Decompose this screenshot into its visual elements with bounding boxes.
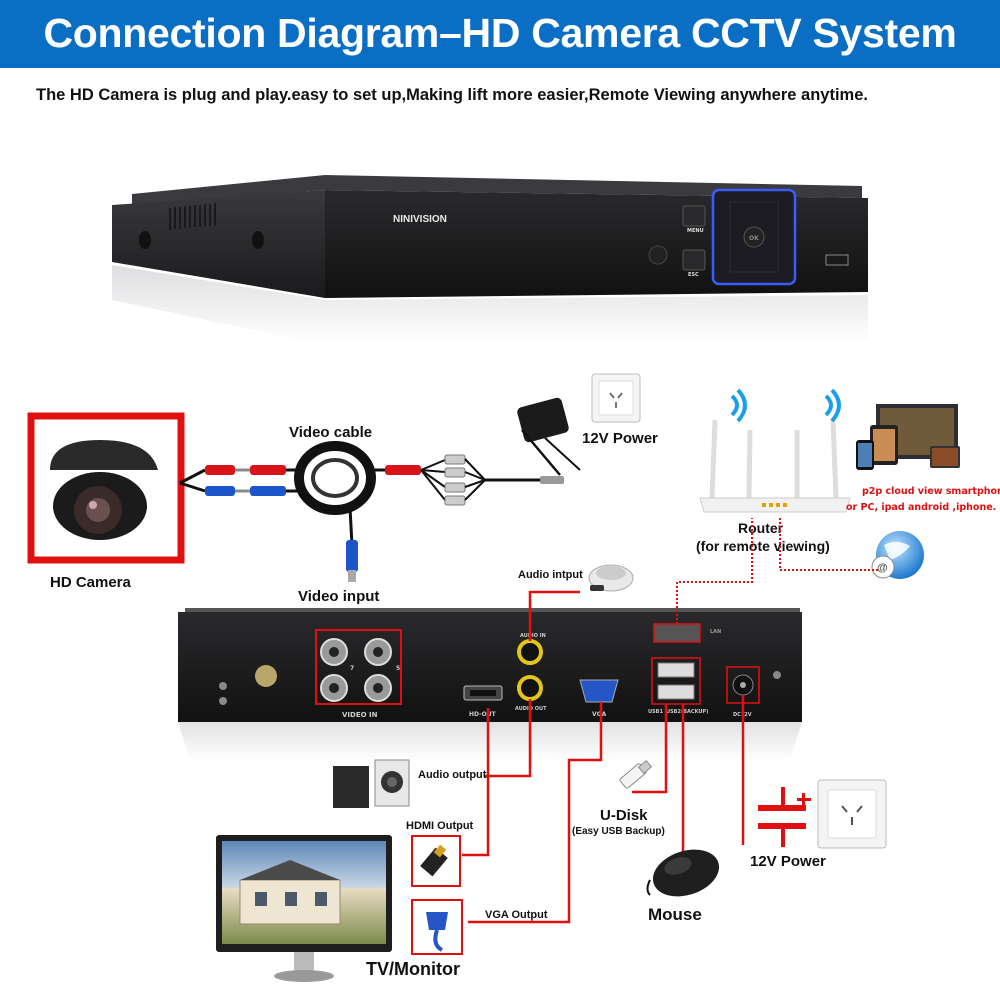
p2p-note-line2: or PC, ipad android ,iphone. xyxy=(846,502,996,513)
svg-text:@: @ xyxy=(877,562,888,574)
bnc-connector xyxy=(205,486,235,496)
dvr-rear-panel: 7 5 VIDEO IN HD-OUT AUDIO IN AUDIO OUT V… xyxy=(178,608,802,760)
udisk-icon xyxy=(619,760,653,789)
tv-monitor-label: TV/Monitor xyxy=(366,959,460,979)
power-adapter xyxy=(517,397,581,476)
audio-in-jack xyxy=(517,639,543,665)
ground-label-sticker xyxy=(255,665,277,687)
esc-button[interactable] xyxy=(682,249,706,271)
audio-input-mic-icon xyxy=(588,564,634,592)
ok-button-label: OK xyxy=(749,235,759,242)
menu-button-label: MENU xyxy=(687,228,704,234)
video-cable-label: Video cable xyxy=(289,424,372,441)
udisk-label: U-Disk xyxy=(600,807,648,824)
mouse-icon xyxy=(646,849,720,897)
hd-camera-label: HD Camera xyxy=(50,574,132,591)
screw-hole xyxy=(139,231,151,249)
connection-lines xyxy=(462,590,745,924)
power-12v-bottom-label: 12V Power xyxy=(750,853,826,870)
vga-cable-icon xyxy=(411,899,463,955)
dvr-front-unit: NINIVISION MENU ESC OK xyxy=(112,175,868,345)
router-icon xyxy=(699,419,851,513)
network-dotted-lines xyxy=(676,518,880,624)
channel-label: 7 xyxy=(350,665,354,672)
vga-port xyxy=(579,679,619,703)
screw-hole xyxy=(252,231,264,249)
usb-ports-highlight xyxy=(651,657,701,705)
video-input-bnc xyxy=(346,540,358,572)
rca-connector xyxy=(205,465,235,475)
vga-output-label: VGA Output xyxy=(485,909,548,921)
router-label: Router xyxy=(738,520,784,536)
hdd-led xyxy=(825,254,849,266)
video-in-port-label: VIDEO IN xyxy=(342,711,378,719)
audio-output-label: Audio output xyxy=(418,769,487,781)
usb1-port-label: USB1 xyxy=(648,709,663,715)
usb2-port-label: USB2(BACKUP) xyxy=(666,709,708,715)
udisk-note-label: (Easy USB Backup) xyxy=(572,826,665,837)
dome-camera-icon xyxy=(50,440,158,470)
video-in-highlight xyxy=(315,629,402,705)
esc-button-label: ESC xyxy=(688,272,699,278)
hdmi-output-label: HDMI Output xyxy=(406,820,474,832)
ok-button[interactable] xyxy=(743,226,765,248)
audio-input-label: Audio intput xyxy=(518,569,583,581)
page-title: Connection Diagram–HD Camera CCTV System xyxy=(0,0,1000,68)
mouse-label: Mouse xyxy=(648,905,702,924)
router-note-label: (for remote viewing) xyxy=(696,538,830,554)
dc-power-symbol-icon xyxy=(758,787,811,847)
smart-devices-icon xyxy=(856,404,960,470)
menu-button[interactable] xyxy=(682,205,706,227)
cable-coil xyxy=(294,441,376,515)
p2p-note-line1: p2p cloud view smartphone xyxy=(862,486,1000,497)
ir-sensor xyxy=(648,245,668,265)
video-input-label: Video input xyxy=(298,588,379,605)
page-subtitle: The HD Camera is plug and play.easy to s… xyxy=(36,86,868,104)
hd-camera-group xyxy=(27,412,185,564)
lan-port-label: LAN xyxy=(710,629,721,635)
tv-monitor-icon xyxy=(216,835,392,982)
usb1-port xyxy=(657,662,695,678)
lan-port xyxy=(653,623,701,643)
internet-globe-icon: @ xyxy=(871,531,924,579)
hdmi-cable-icon xyxy=(411,835,461,887)
speakers-icon xyxy=(333,759,410,808)
wall-outlet-bottom xyxy=(817,779,887,849)
audio-in-port-label: AUDIO IN xyxy=(520,633,546,639)
audio-out-jack xyxy=(517,675,543,701)
usb2-port xyxy=(657,684,695,700)
wall-outlet-top xyxy=(591,373,641,423)
hd-out-port-label: HD-OUT xyxy=(469,711,497,718)
channel-label: 5 xyxy=(396,665,400,672)
side-vents xyxy=(169,203,216,230)
wifi-icon xyxy=(730,388,841,423)
dvr-brand-logo: NINIVISION xyxy=(393,214,447,225)
video-cable-assembly xyxy=(179,441,564,582)
vga-port-label: VGA xyxy=(592,711,607,718)
power-12v-top-label: 12V Power xyxy=(582,430,658,447)
